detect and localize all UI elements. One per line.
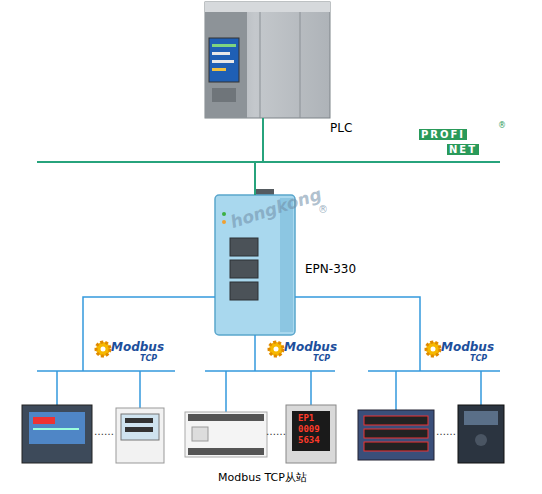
slave-device (286, 405, 336, 463)
plc-display-line (212, 52, 230, 55)
inverter-body (458, 405, 504, 463)
slave-device (358, 410, 434, 460)
meter-digits (125, 418, 153, 423)
status-led (222, 220, 226, 224)
ethernet-port (230, 260, 258, 278)
slave-device (116, 408, 164, 463)
meter-digits (125, 427, 153, 432)
panel-meter-screen (292, 411, 330, 451)
registered-mark: ® (318, 204, 328, 215)
wire (480, 371, 482, 405)
plc-display (209, 38, 239, 82)
protocol-logo: TCP (470, 355, 487, 364)
slave-device (22, 405, 92, 463)
gear (269, 342, 283, 356)
gateway-side (280, 198, 293, 332)
terminal-strip (188, 448, 264, 455)
plc-display-line (212, 60, 234, 63)
display-row (364, 429, 428, 438)
wire (139, 371, 141, 408)
gear (96, 342, 110, 356)
display-value: 5634 (298, 436, 320, 446)
gear (426, 342, 440, 356)
plc-display-line (212, 68, 226, 71)
recorder-body (22, 405, 92, 463)
inverter-screen (464, 411, 498, 425)
wire (83, 297, 215, 371)
plc-device (205, 2, 330, 118)
node-label: PLC (330, 122, 352, 135)
ellipsis: …… (94, 426, 114, 437)
recorder-screen (29, 412, 85, 444)
wire (395, 371, 397, 410)
slave-device (185, 412, 267, 457)
registered-mark: ® (498, 122, 506, 131)
meter-screen (121, 414, 159, 440)
gear-hub (431, 347, 436, 352)
ellipsis: …… (266, 426, 286, 437)
logo-text: NET (447, 144, 479, 155)
wire (310, 371, 312, 405)
meter-body (116, 408, 164, 463)
panel-meter-body (286, 405, 336, 463)
ethernet-port (230, 282, 258, 300)
modbus-gear-icon (426, 342, 440, 356)
network-link (255, 118, 263, 195)
recorder-trend (33, 428, 79, 430)
plc-module-edge (260, 2, 261, 118)
protocol-logo: Modbus (111, 341, 164, 354)
status-led (222, 212, 226, 216)
protocol-logo: TCP (140, 355, 157, 364)
caption: Modbus TCP从站 (218, 472, 307, 484)
plc-top-cover (205, 2, 330, 12)
plc-display-line (212, 44, 236, 47)
display-row (364, 416, 428, 425)
plc-front-panel (205, 2, 247, 118)
display-value: 0009 (298, 425, 320, 435)
gear-hub (101, 347, 106, 352)
modbus-gear-icon (269, 342, 283, 356)
plc-node: PLC (205, 2, 330, 118)
protocol-logo: Modbus (441, 341, 494, 354)
node-label: EPN-330 (305, 263, 356, 276)
wire (205, 370, 335, 372)
protocol-logo: TCP (313, 355, 330, 364)
wire (368, 370, 500, 372)
modbus-wiring (37, 297, 500, 412)
ellipsis: …… (436, 426, 456, 437)
plc-module-edge (300, 2, 301, 118)
profinet-bus-line (37, 161, 500, 163)
logo-text: PROFI (419, 129, 467, 140)
display-value: EP1 (298, 414, 314, 424)
protocol-logo: Modbus (284, 341, 337, 354)
wire (295, 297, 420, 371)
watermark: hongkong (228, 185, 324, 232)
wire (225, 371, 227, 412)
recorder-digits (33, 417, 55, 424)
ethernet-port (230, 238, 258, 256)
plc-keypad (212, 88, 236, 102)
modbus-gear-icon (96, 342, 110, 356)
multi-display-body (358, 410, 434, 460)
slave-device (458, 405, 504, 463)
plc-module-body (185, 412, 267, 457)
wire (254, 335, 256, 371)
module-panel (192, 427, 208, 441)
plc-body (205, 2, 330, 118)
terminal-strip (188, 414, 264, 421)
inverter-knob (475, 434, 487, 446)
gear-hub (274, 347, 279, 352)
display-row (364, 442, 428, 451)
wire (56, 371, 58, 405)
